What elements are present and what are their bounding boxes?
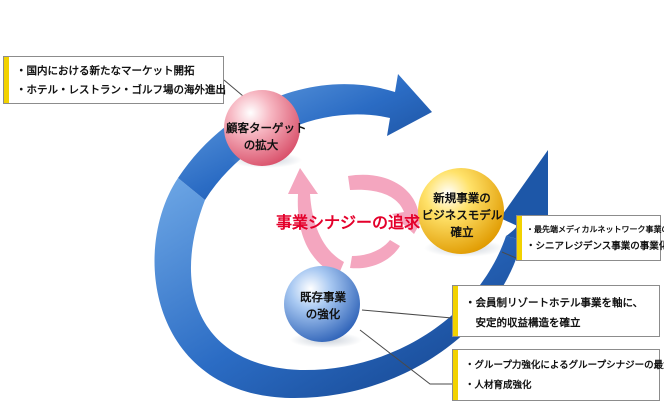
existing-resort-callout-item: 安定的収益構造を確立 — [465, 317, 581, 329]
existing-business-node-label: 既存事業 の強化 — [288, 289, 358, 323]
new-business-callout-box: ・最先端メディカルネットワーク事業の開発 ・シニアレジデンス事業の事業化 — [516, 215, 664, 261]
synergy-arrows — [288, 168, 430, 276]
new-business-callout-item: ・最先端メディカルネットワーク事業の開発 — [526, 225, 664, 234]
customer-callout-item: ・国内における新たなマーケット開拓 — [16, 65, 195, 77]
new-business-node-line1: 新規事業の — [433, 191, 491, 205]
customer-callout-item: ・ホテル・レストラン・ゴルフ場の海外進出 — [16, 84, 226, 96]
connector-resort — [361, 309, 453, 319]
customer-sphere — [224, 90, 300, 166]
existing-node-line1: 既存事業 — [300, 290, 346, 304]
existing-group-callout-item: ・グループ力強化によるグループシナジーの最大化 — [465, 360, 664, 371]
new-business-callout-item: ・シニアレジデンス事業の事業化 — [526, 241, 664, 252]
customer-node-label: 顧客ターゲット の拡大 — [226, 120, 307, 154]
customer-node-line1: 顧客ターゲット — [226, 121, 307, 135]
existing-node-line2: の強化 — [305, 307, 341, 321]
connector-group — [359, 329, 452, 385]
connector-newbiz — [501, 251, 517, 259]
existing-resort-callout-box: ・会員制リゾートホテル事業を軸に、 安定的収益構造を確立 — [452, 285, 660, 337]
synergy-label: 事業シナジーの追求 — [275, 213, 420, 232]
existing-resort-callout-item: ・会員制リゾートホテル事業を軸に、 — [465, 297, 644, 309]
existing-business-sphere — [284, 266, 360, 342]
new-business-node-line2: ビジネスモデル — [421, 208, 503, 222]
existing-group-callout-box: ・グループ力強化によるグループシナジーの最大化 ・人材育成強化 — [452, 349, 664, 401]
existing-group-callout-item: ・人材育成強化 — [465, 380, 532, 391]
new-business-sphere — [418, 168, 504, 254]
customer-callout-box: ・国内における新たなマーケット開拓 ・ホテル・レストラン・ゴルフ場の海外進出 — [3, 56, 226, 104]
new-business-node-line3: 確立 — [450, 225, 474, 239]
customer-node-line2: の拡大 — [243, 138, 279, 152]
new-business-node-label: 新規事業の ビジネスモデル 確立 — [417, 190, 507, 241]
